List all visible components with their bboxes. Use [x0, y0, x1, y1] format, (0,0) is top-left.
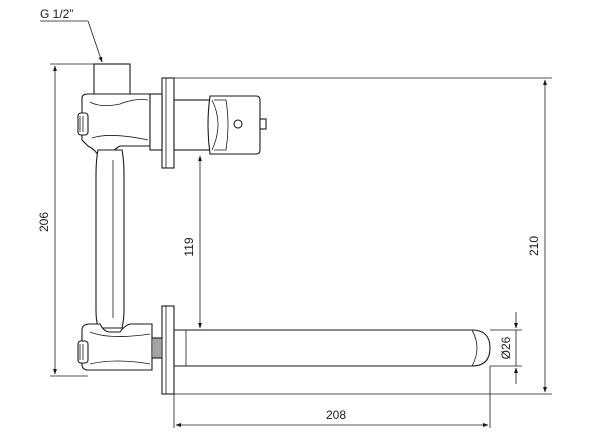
handle-pin: [259, 118, 267, 130]
upper-wall-plate: [149, 77, 175, 169]
mixer-handle: [173, 95, 267, 155]
dim-206-text: 206: [37, 212, 51, 232]
vertical-body-tube: [95, 149, 125, 329]
thread-callout: G 1/2”: [40, 7, 103, 63]
thread-label: G 1/2”: [40, 7, 73, 21]
lower-wall-plate: [161, 305, 175, 395]
dim-119-text: 119: [182, 237, 196, 256]
spout: [173, 329, 491, 367]
faucet-body: [77, 63, 163, 371]
dim-119: 119: [182, 155, 202, 329]
dim-208: 208: [175, 408, 489, 427]
dim-206: 206: [37, 65, 57, 375]
dim-diameter-text: Ø26: [499, 336, 513, 359]
bottom-thread-connector: [151, 337, 163, 359]
dim-210: 210: [527, 79, 547, 393]
dim-diameter: Ø26: [499, 312, 518, 384]
handle-screw: [233, 119, 243, 129]
top-valve-body: [81, 93, 151, 159]
dim-208-text: 208: [326, 408, 346, 422]
extension-lines: [50, 63, 552, 428]
dim-210-text: 210: [527, 236, 541, 256]
